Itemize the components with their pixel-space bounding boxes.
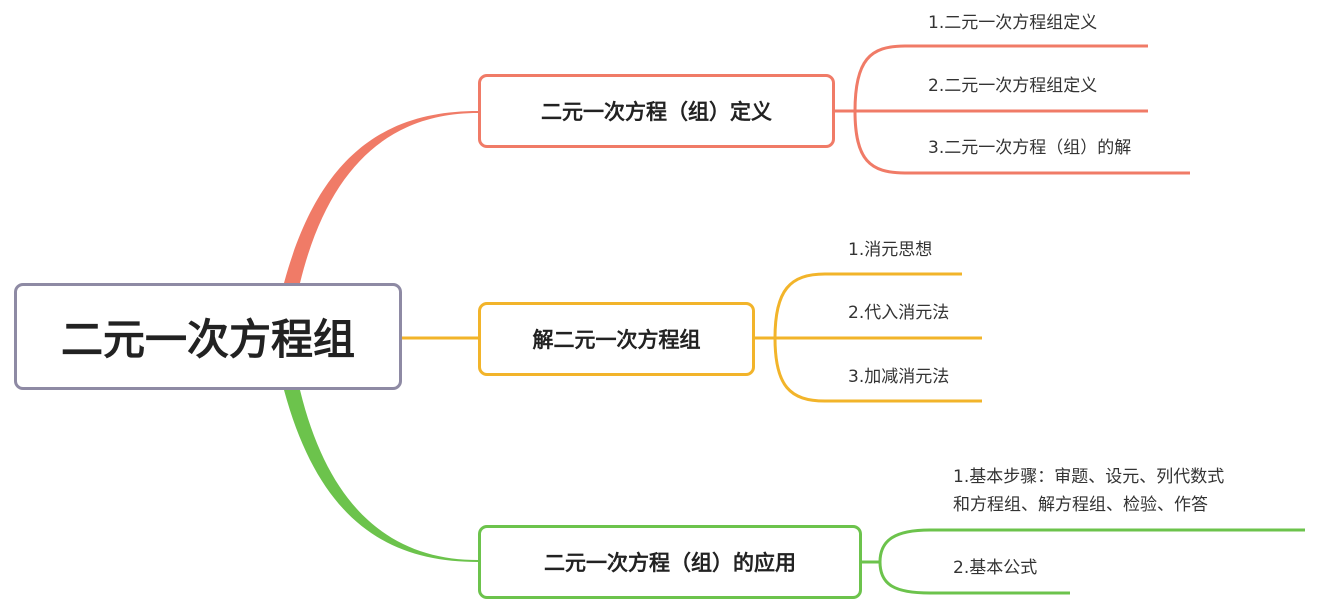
leaf-node[interactable]: 3.加减消元法 (848, 367, 950, 387)
leaf-node[interactable]: 1.消元思想 (848, 240, 933, 260)
leaf-node[interactable]: 2.二元一次方程组定义 (928, 76, 1098, 96)
branch-node-application[interactable]: 二元一次方程（组）的应用 (478, 525, 862, 599)
branch3-leaf-connectors (862, 528, 1305, 595)
leaf-node[interactable]: 1.二元一次方程组定义 (928, 13, 1098, 33)
leaf-node-continuation[interactable]: 和方程组、解方程组、检验、作答 (953, 495, 1208, 515)
branch-label: 解二元一次方程组 (532, 328, 701, 352)
branch-node-solving[interactable]: 解二元一次方程组 (478, 302, 755, 376)
leaf-node[interactable]: 1.基本步骤：审题、设元、列代数式 (953, 467, 1225, 487)
branch1-leaf-connectors (835, 44, 1190, 175)
leaf-node[interactable]: 2.代入消元法 (848, 303, 950, 323)
leaf-node[interactable]: 3.二元一次方程（组）的解 (928, 138, 1132, 158)
root-label: 二元一次方程组 (60, 315, 355, 364)
connector-root-branch1 (284, 111, 478, 283)
branch-node-definition[interactable]: 二元一次方程（组）定义 (478, 74, 835, 148)
branch2-leaf-connectors (755, 272, 982, 403)
branch-label: 二元一次方程（组）的应用 (544, 551, 796, 575)
root-node[interactable]: 二元一次方程组 (14, 283, 402, 390)
connector-root-branch3 (284, 390, 478, 562)
leaf-node[interactable]: 2.基本公式 (953, 558, 1038, 578)
branch-label: 二元一次方程（组）定义 (541, 100, 772, 124)
